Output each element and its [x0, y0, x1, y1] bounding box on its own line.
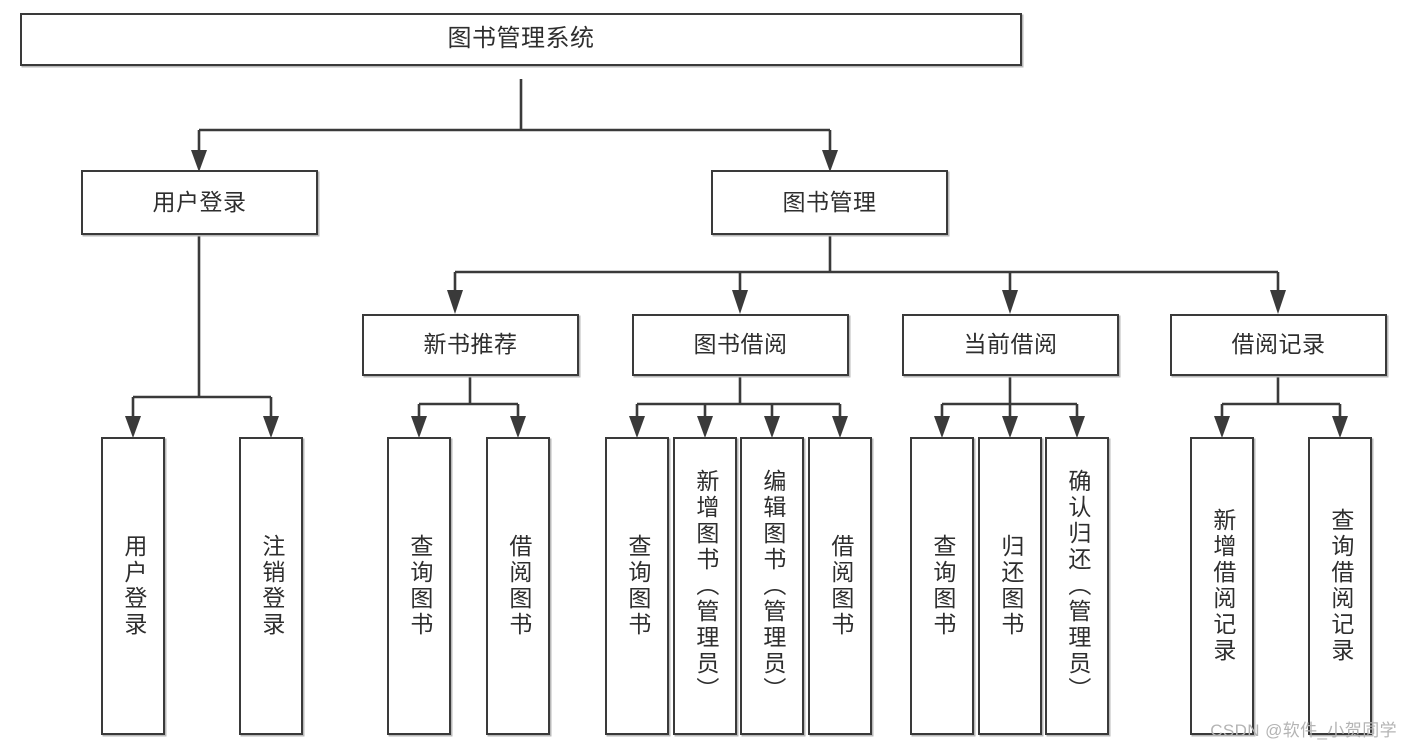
- node-label: 查询图书: [406, 534, 433, 638]
- node-label: 注销登录: [258, 534, 285, 638]
- node-label: 图书管理系统: [447, 25, 595, 53]
- node-label: 借阅图书: [827, 534, 854, 638]
- node-label: 借阅图书: [505, 534, 532, 638]
- node-label: 当前借阅: [963, 331, 1058, 358]
- node-label: 新增借阅记录: [1209, 508, 1236, 664]
- node-user-login[interactable]: 用户登录: [81, 170, 318, 235]
- node-label: 借阅记录: [1231, 331, 1326, 358]
- node-new-book-recommend[interactable]: 新书推荐: [362, 314, 579, 376]
- node-label: 图书借阅: [693, 331, 788, 358]
- leaf-borrow-edit-book-admin[interactable]: 编辑图书（管理员）: [740, 437, 804, 735]
- node-book-borrow[interactable]: 图书借阅: [632, 314, 849, 376]
- node-label: 图书管理: [782, 188, 877, 215]
- node-label: 新书推荐: [423, 331, 518, 358]
- node-root-system[interactable]: 图书管理系统: [20, 13, 1022, 66]
- node-label: 查询借阅记录: [1327, 508, 1354, 664]
- leaf-borrow-borrow-book[interactable]: 借阅图书: [808, 437, 872, 735]
- leaf-current-return-book[interactable]: 归还图书: [978, 437, 1042, 735]
- node-book-management[interactable]: 图书管理: [711, 170, 948, 235]
- node-label: 查询图书: [624, 534, 651, 638]
- csdn-watermark: CSDN @软件_小贺同学: [1210, 721, 1397, 740]
- node-borrow-record[interactable]: 借阅记录: [1170, 314, 1387, 376]
- leaf-recommend-borrow-book[interactable]: 借阅图书: [486, 437, 550, 735]
- leaf-record-query-record[interactable]: 查询借阅记录: [1308, 437, 1372, 735]
- node-label: 编辑图书（管理员）: [759, 469, 786, 703]
- node-label: 查询图书: [929, 534, 956, 638]
- leaf-current-query-book[interactable]: 查询图书: [910, 437, 974, 735]
- leaf-record-add-record[interactable]: 新增借阅记录: [1190, 437, 1254, 735]
- node-label: 新增图书（管理员）: [692, 469, 719, 703]
- node-label: 归还图书: [997, 534, 1024, 638]
- leaf-borrow-query-book[interactable]: 查询图书: [605, 437, 669, 735]
- leaf-user-login-login[interactable]: 用户登录: [101, 437, 165, 735]
- leaf-recommend-query-book[interactable]: 查询图书: [387, 437, 451, 735]
- node-label: 用户登录: [152, 188, 247, 215]
- node-label: 确认归还（管理员）: [1064, 469, 1091, 703]
- node-label: 用户登录: [120, 534, 147, 638]
- node-current-borrow[interactable]: 当前借阅: [902, 314, 1119, 376]
- leaf-current-confirm-return-admin[interactable]: 确认归还（管理员）: [1045, 437, 1109, 735]
- leaf-user-login-logout[interactable]: 注销登录: [239, 437, 303, 735]
- leaf-borrow-add-book-admin[interactable]: 新增图书（管理员）: [673, 437, 737, 735]
